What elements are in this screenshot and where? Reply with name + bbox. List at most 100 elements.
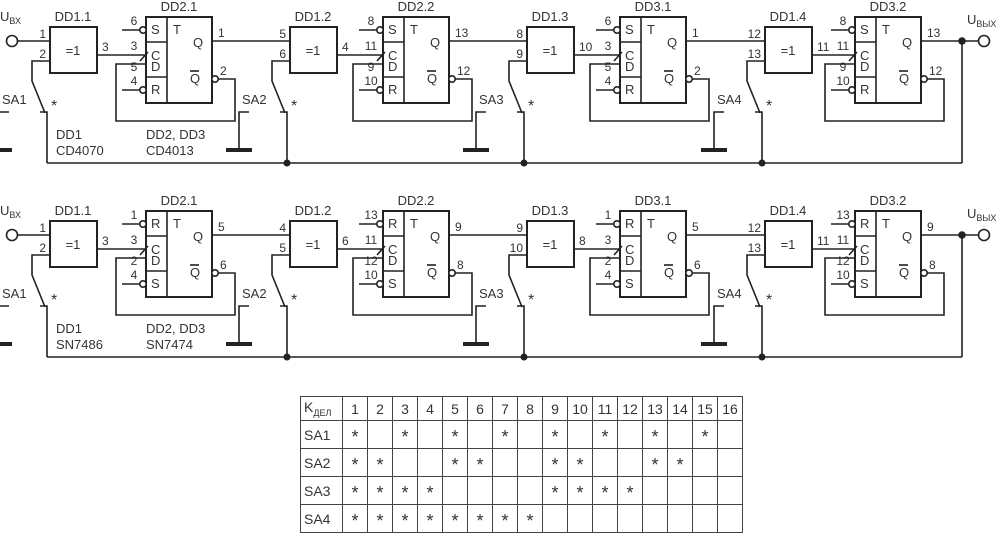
pin-number: 6 — [131, 14, 138, 28]
flip-flop-q-label: Q — [430, 35, 440, 50]
table-column-header: 3 — [392, 396, 418, 421]
table-cell: * — [617, 476, 643, 505]
pin-number: 13 — [927, 26, 941, 40]
flip-flop-nq-label: Q — [899, 265, 909, 280]
table-cell: * — [367, 504, 393, 533]
flip-flop-type: T — [410, 216, 418, 231]
xor-gate-symbol: =1 — [781, 237, 796, 252]
xor-gate — [289, 220, 338, 268]
pin-number: 9 — [516, 221, 523, 235]
table-cell: * — [592, 420, 618, 449]
table-column-header: 12 — [617, 396, 643, 421]
xor-gate-symbol: =1 — [66, 237, 81, 252]
flip-flop-pin-label: D — [860, 59, 869, 74]
table-cell — [717, 448, 743, 477]
pin-number: 8 — [457, 258, 464, 272]
switch-mark: * — [291, 98, 297, 115]
table-cell: * — [417, 504, 443, 533]
chip-note: CD4070 — [56, 143, 104, 158]
pin-number: 1 — [39, 27, 46, 41]
switch-contact — [40, 305, 48, 357]
feedback-wire — [589, 63, 710, 122]
table-row: SA1******** — [300, 420, 743, 449]
pin-number: 10 — [364, 74, 378, 88]
inversion-bubble — [847, 220, 856, 229]
table-column-header: 13 — [642, 396, 668, 421]
switch-contact — [280, 305, 288, 357]
junction-dot — [958, 37, 966, 45]
pin-number: 2 — [220, 64, 227, 78]
table-column-header: 8 — [517, 396, 543, 421]
pin-number: 13 — [748, 47, 762, 61]
table-cell: * — [392, 420, 418, 449]
table-cell: * — [592, 476, 618, 505]
switch-blade — [746, 254, 765, 308]
table-row: SA2******** — [300, 448, 743, 477]
chip-note: DD1 — [56, 321, 82, 336]
flip-flop-q-label: Q — [430, 229, 440, 244]
flip-flop-name: DD2.2 — [398, 0, 435, 14]
flip-flop-name: DD3.2 — [870, 0, 907, 14]
flip-flop-nq-label: Q — [190, 265, 200, 280]
pin-number: 3 — [131, 233, 138, 247]
switch-blade — [271, 254, 290, 308]
table-cell — [617, 504, 643, 533]
table-cell — [692, 504, 718, 533]
pin-number: 1 — [692, 26, 699, 40]
flip-flop-nq-label: Q — [664, 71, 674, 86]
xor-gate-name: DD1.2 — [295, 9, 332, 24]
xor-gate-name: DD1.3 — [532, 203, 569, 218]
table-cell: * — [392, 504, 418, 533]
flip-flop-q-label: Q — [193, 35, 203, 50]
pin-number: 4 — [342, 40, 349, 54]
table-cell — [617, 420, 643, 449]
flip-flop-pin-label: S — [860, 276, 869, 291]
switch-contact — [280, 111, 288, 163]
output-terminal-icon — [977, 228, 991, 242]
inversion-bubble — [375, 279, 384, 288]
switch-mark: * — [528, 292, 534, 309]
ground-contact — [475, 305, 486, 344]
chip-note: CD4013 — [146, 143, 194, 158]
pin-number: 6 — [694, 258, 701, 272]
table-cell: * — [567, 476, 593, 505]
table-cell: * — [467, 504, 493, 533]
pin-number: 13 — [364, 208, 378, 222]
feedback-wire — [115, 63, 236, 122]
pin-number: 11 — [837, 233, 850, 247]
inversion-bubble — [919, 268, 928, 277]
table-cell — [492, 476, 518, 505]
pin-number: 4 — [131, 74, 138, 88]
flip-flop-type: T — [882, 216, 890, 231]
flip-flop-pin-label: C — [625, 48, 634, 63]
flip-flop-type: T — [410, 22, 418, 37]
pin-number: 12 — [748, 27, 762, 41]
flip-flop-pin-label: D — [151, 59, 160, 74]
xor-gate — [49, 220, 98, 268]
xor-gate-name: DD1.3 — [532, 9, 569, 24]
table-cell: * — [542, 420, 568, 449]
xor-gate-name: DD1.4 — [770, 9, 807, 24]
xor-gate-name: DD1.4 — [770, 203, 807, 218]
table-row-label: SA2 — [300, 448, 343, 477]
table-cell — [517, 448, 543, 477]
flip-flop-pin-label: S — [625, 22, 634, 37]
table-row: SA3******** — [300, 476, 743, 505]
flip-flop-pin-label: S — [388, 22, 397, 37]
switch-label: SA3 — [479, 286, 504, 301]
inversion-bubble — [139, 25, 148, 34]
inversion-bubble — [612, 25, 621, 34]
inversion-bubble — [375, 220, 384, 229]
pin-number: 3 — [102, 40, 109, 54]
table-cell — [667, 420, 693, 449]
inversion-bubble — [211, 268, 220, 277]
table-column-header: 6 — [467, 396, 493, 421]
pin-number: 11 — [365, 39, 378, 53]
pin-number: 9 — [455, 220, 462, 234]
flip-flop — [619, 16, 687, 104]
clock-edge-mark — [376, 51, 386, 62]
